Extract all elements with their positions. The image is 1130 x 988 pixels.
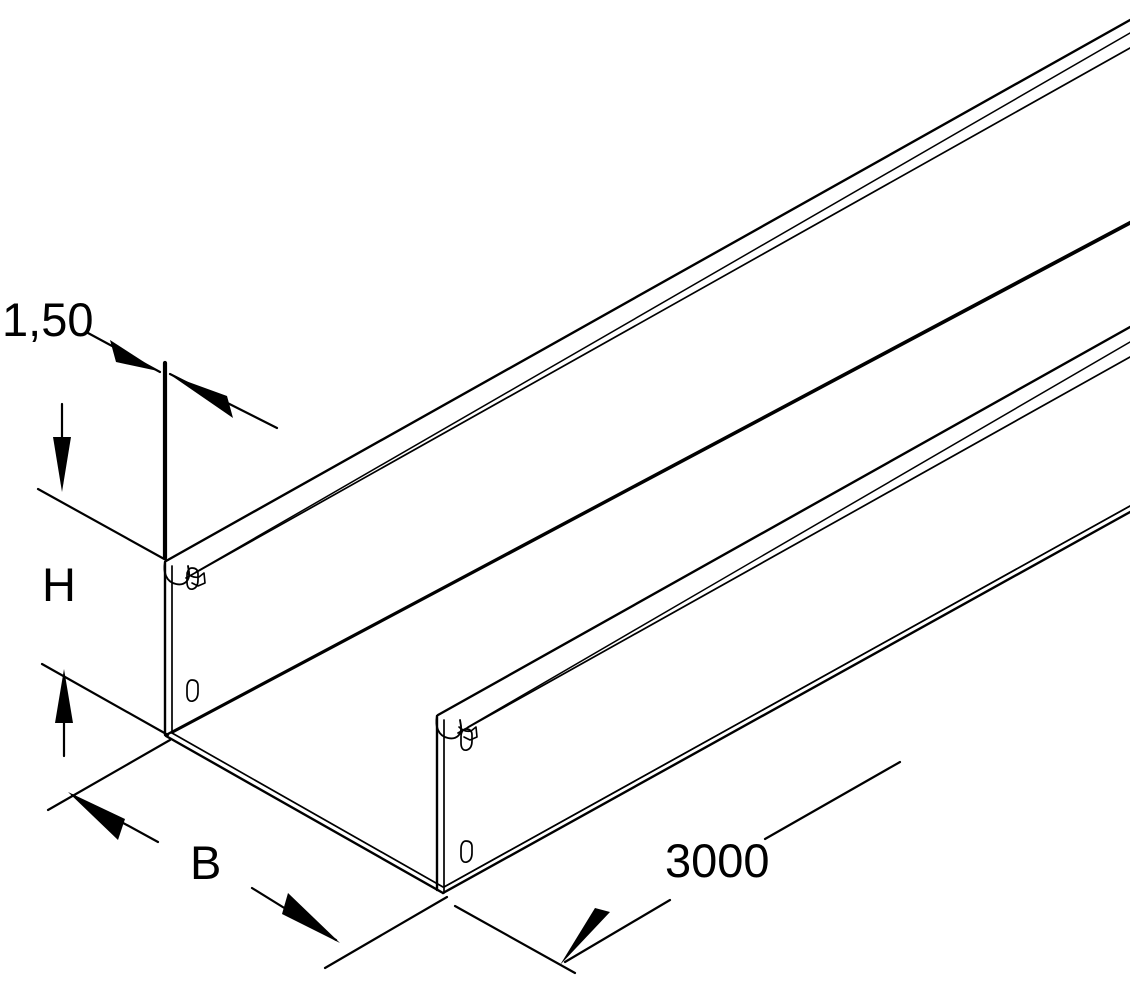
bottom-plate-front-fold-2 (171, 732, 444, 888)
tray-geometry (163, 18, 1130, 895)
length-arrow-head-near (560, 908, 610, 965)
left-wall-rolled-edge-hook (186, 572, 206, 587)
right-wall-bottom-edge (441, 510, 1130, 895)
slot-right-wall-lower-icon (460, 840, 473, 864)
slot-right-wall-upper-icon (460, 728, 473, 752)
slot-left-wall-lower-icon (186, 679, 199, 703)
thickness-arrow-head-upper (110, 340, 158, 371)
thickness-dimension-label: 1,50 (2, 293, 93, 346)
left-wall-top-edge-outer (164, 18, 1130, 563)
left-wall-bottom-edge-2 (171, 223, 1130, 734)
bottom-plate-front-fold (164, 734, 445, 895)
right-wall-rolled-edge-cap (435, 715, 463, 740)
inner-bottom-right-fold (443, 505, 1130, 888)
right-wall-rolled-edge-hook (458, 726, 478, 741)
left-wall-rolled-edge-cap (163, 561, 191, 586)
right-wall-top-edge-hem-inner (467, 341, 1130, 728)
left-wall-top-edge-hem-inner (195, 32, 1130, 573)
right-wall-top-edge-outer (436, 325, 1130, 717)
length-dimension-label: 3000 (665, 834, 770, 887)
left-wall-top-edge-hem (185, 47, 1130, 579)
length-extension-line-far (763, 760, 902, 841)
thickness-arrow-head-lower (172, 376, 233, 418)
right-wall-slot-group (460, 728, 473, 864)
width-dimension-group (46, 738, 449, 970)
width-arrow-head-right (282, 893, 340, 943)
width-extension-line-right (323, 895, 449, 970)
height-arrow-head-lower (55, 669, 73, 723)
slot-left-wall-upper-icon (186, 567, 199, 591)
length-arrow-line-near (563, 898, 672, 964)
width-arrow-head-left (68, 792, 125, 840)
height-dimension-label: H (42, 558, 76, 611)
length-extension-line-near (453, 904, 577, 975)
width-dimension-label: B (190, 836, 221, 889)
height-dimension-group (36, 402, 170, 758)
length-dimension-group (453, 760, 902, 975)
left-wall-slot-group (186, 567, 199, 703)
height-arrow-head-upper (53, 437, 71, 492)
height-extension-line-upper (36, 487, 168, 562)
right-wall-top-edge-hem (457, 356, 1130, 734)
left-wall-bottom-edge (164, 220, 1130, 737)
width-extension-line-left (46, 738, 172, 812)
thickness-dimension-group (86, 331, 279, 561)
